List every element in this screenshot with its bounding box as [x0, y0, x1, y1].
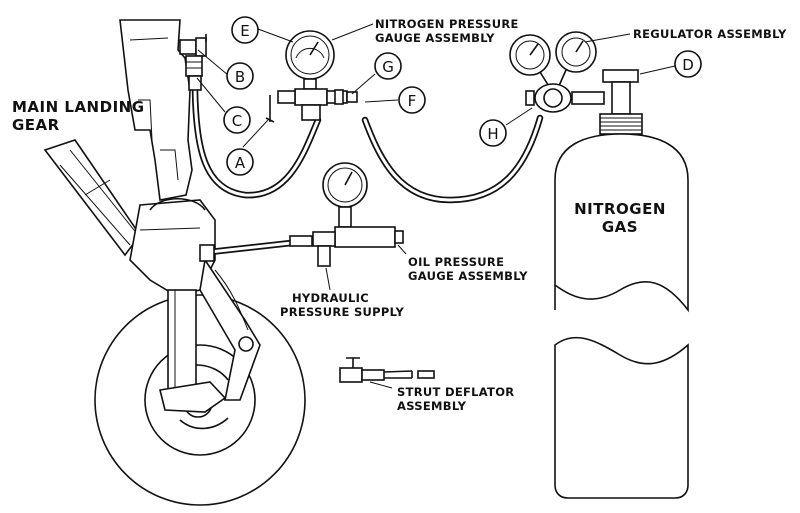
- nitrogen-bottle: [554, 113, 689, 499]
- hydraulic-supply-label-2: PRESSURE SUPPLY: [280, 305, 404, 319]
- drag-brace: [43, 139, 141, 257]
- callout-a: A: [226, 148, 254, 176]
- oil-gauge-label-1: OIL PRESSURE: [408, 255, 504, 269]
- callout-d-letter: D: [682, 56, 694, 74]
- strut-deflator-assembly: [339, 357, 435, 383]
- callout-h: H: [479, 119, 507, 147]
- strut-upper-block: [119, 19, 193, 201]
- regulator-assembly: [509, 31, 639, 115]
- callout-a-letter: A: [235, 154, 246, 172]
- main-landing-gear-label-2: GEAR: [12, 116, 60, 134]
- hoses: [191, 86, 544, 256]
- callout-e: E: [231, 16, 259, 44]
- nitrogen-gauge-label-1: NITROGEN PRESSURE: [375, 17, 519, 31]
- wheel-rim: [144, 344, 256, 456]
- strut-deflator-label-1: STRUT DEFLATOR: [397, 385, 514, 399]
- callout-c-letter: C: [232, 112, 242, 130]
- strut-deflator-label-2: ASSEMBLY: [397, 399, 467, 413]
- regulator-assembly-label: REGULATOR ASSEMBLY: [633, 27, 787, 41]
- torque-link: [199, 257, 261, 401]
- callout-h-letter: H: [487, 125, 498, 143]
- callout-b: B: [226, 62, 254, 90]
- callout-g: G: [374, 52, 402, 80]
- main-landing-gear-label-1: MAIN LANDING: [12, 98, 145, 116]
- nitrogen-gas-label-2: GAS: [602, 218, 638, 236]
- callout-c: C: [223, 106, 251, 134]
- wheel-tire: [94, 294, 306, 506]
- callout-e-letter: E: [240, 22, 249, 40]
- callout-g-letter: G: [382, 58, 394, 76]
- nitrogen-gas-label-1: NITROGEN: [574, 200, 666, 218]
- nitrogen-gauge-label-2: GAUGE ASSEMBLY: [375, 31, 495, 45]
- strut-piston: [167, 289, 197, 401]
- main-landing-gear: [43, 19, 306, 506]
- leader-lines: [196, 23, 676, 389]
- callout-f: F: [398, 86, 426, 114]
- callout-b-letter: B: [235, 68, 245, 86]
- callout-d: D: [674, 50, 702, 78]
- nitrogen-pressure-gauge-assembly: [265, 30, 358, 123]
- oil-gauge-label-2: GAUGE ASSEMBLY: [408, 269, 528, 283]
- oil-pressure-gauge-assembly: [199, 162, 404, 267]
- hydraulic-supply-label-1: HYDRAULIC: [292, 291, 369, 305]
- axle-fitting: [159, 381, 227, 413]
- callout-f-letter: F: [408, 92, 417, 110]
